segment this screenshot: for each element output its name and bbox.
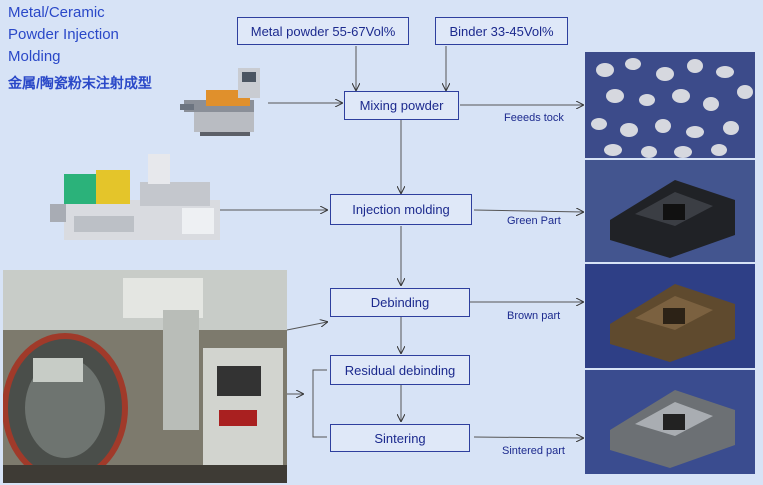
green-part-label: Green Part [507,215,561,227]
metal-powder-label: Metal powder 55-67Vol% [250,23,396,39]
mixing-powder-label: Mixing powder [359,98,444,113]
debinding-label: Debinding [370,295,430,310]
arrow-furnace-to-debinding [286,322,327,331]
brown-part-label: Brown part [507,310,561,322]
brown-part-image [585,264,755,368]
feedstock-pellets-image [585,52,755,158]
arrow-sintering-to-sintered [473,437,583,438]
injection-molding-box: Injection molding [330,194,472,225]
title-line-2: Powder Injection [8,26,119,43]
feedstock-label: Feeeds tock [504,112,564,124]
mixer-machine-image [176,60,272,140]
mixing-powder-box: Mixing powder [344,91,459,120]
arrow-injection-to-green [473,210,583,212]
title-line-chinese: 金属/陶瓷粉末注射成型 [8,75,152,91]
sintering-label: Sintering [374,430,426,446]
title-line-1: Metal/Ceramic [8,4,105,21]
vacuum-furnace-image [3,270,287,483]
residual-debinding-label: Residual debinding [344,362,456,378]
bracket-residual-sintering [312,369,327,438]
debinding-box: Debinding [330,288,470,317]
sintering-box: Sintering [330,424,470,452]
metal-powder-box: Metal powder 55-67Vol% [237,17,409,45]
residual-debinding-box: Residual debinding [330,355,470,385]
injection-molding-label: Injection molding [352,202,450,217]
green-part-image [585,160,755,262]
injection-machine-image [44,152,220,246]
sintered-part-image [585,370,755,474]
binder-label: Binder 33-45Vol% [449,23,554,39]
sintered-part-label: Sintered part [502,445,565,457]
title-line-3: Molding [8,48,61,65]
binder-box: Binder 33-45Vol% [435,17,568,45]
